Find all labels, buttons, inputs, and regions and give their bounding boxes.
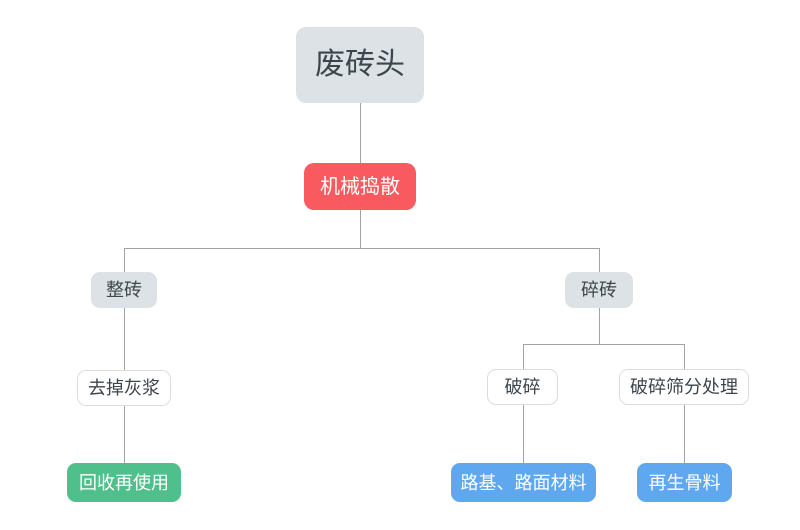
node-recycled-aggregate[interactable]: 再生骨料 xyxy=(637,463,732,502)
node-road-base-pavement-material[interactable]: 路基、路面材料 xyxy=(451,463,596,502)
connector-branch-to-broken-brick xyxy=(599,248,600,272)
connector-subbranch-to-crushing xyxy=(523,344,524,369)
connector-broken-brick-to-subbranch xyxy=(599,308,600,344)
connector-branch-to-whole-brick xyxy=(124,248,125,272)
connector-whole-brick-to-mortar xyxy=(124,308,125,370)
node-remove-mortar[interactable]: 去掉灰浆 xyxy=(77,370,171,406)
connector-subbranch-horizontal xyxy=(523,344,685,345)
node-crushing[interactable]: 破碎 xyxy=(487,369,558,405)
connector-mortar-to-reuse xyxy=(124,406,125,463)
node-recycle-reuse[interactable]: 回收再使用 xyxy=(67,463,181,502)
node-crushing-screening[interactable]: 破碎筛分处理 xyxy=(619,369,749,405)
connector-root-to-mechanical xyxy=(360,103,361,163)
node-whole-brick[interactable]: 整砖 xyxy=(91,272,157,308)
connector-crushing-to-road xyxy=(523,405,524,463)
connector-branch-horizontal xyxy=(124,248,600,249)
connector-screening-to-aggregate xyxy=(684,405,685,463)
node-broken-brick[interactable]: 碎砖 xyxy=(565,272,633,308)
connector-subbranch-to-screening xyxy=(684,344,685,369)
node-mechanical-breaking[interactable]: 机械捣散 xyxy=(304,163,416,210)
connector-mechanical-to-branch xyxy=(360,210,361,248)
node-waste-brick[interactable]: 废砖头 xyxy=(296,27,424,103)
